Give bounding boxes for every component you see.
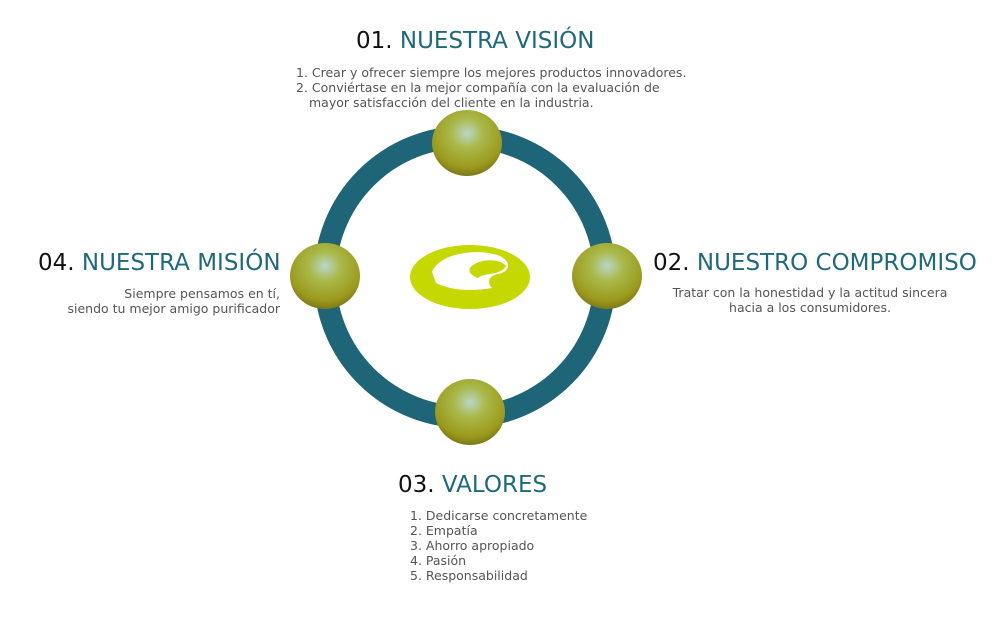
valores-item: 4. Pasión [410,553,467,568]
compromiso-text: Tratar con la honestidad y la actitud si… [660,285,960,315]
valores-item: 1. Dedicarse concretamente [410,508,588,523]
compromiso-number: 02. [653,250,690,276]
node-ball-compromiso [572,243,642,309]
vision-text: 1. Crear y ofrecer siempre los mejores p… [296,65,686,110]
vision-line: 1. Crear y ofrecer siempre los mejores p… [296,65,687,80]
logo-icon [410,245,530,309]
vision-label: NUESTRA VISIÓN [399,28,595,54]
vision-line: 2. Conviértase en la mejor compañía con … [296,80,660,95]
node-ball-vision [432,110,502,176]
compromiso-label: NUESTRO COMPROMISO [696,250,977,276]
mision-line: siendo tu mejor amigo purificador [67,301,280,316]
valores-number: 03. [398,472,435,498]
node-ball-mision [290,243,360,309]
valores-item: 3. Ahorro apropiado [410,538,535,553]
mision-number: 04. [38,250,75,276]
valores-item: 2. Empatía [410,523,478,538]
node-ball-valores [435,379,505,445]
valores-title: 03. VALORES [398,472,547,498]
compromiso-line: hacia a los consumidores. [729,300,891,315]
compromiso-title: 02. NUESTRO COMPROMISO [653,250,977,276]
valores-label: VALORES [441,472,548,498]
vision-line: mayor satisfacción del cliente en la ind… [309,95,594,110]
vision-title: 01. NUESTRA VISIÓN [356,28,594,54]
valores-item: 5. Responsabilidad [410,568,528,583]
valores-list: 1. Dedicarse concretamente 2. Empatía 3.… [410,508,587,583]
mision-line: Siempre pensamos en tí, [124,286,280,301]
compromiso-line: Tratar con la honestidad y la actitud si… [672,285,948,300]
vision-number: 01. [356,28,393,54]
mision-text: Siempre pensamos en tí, siendo tu mejor … [40,286,280,316]
mision-label: NUESTRA MISIÓN [81,250,281,276]
mision-title: 04. NUESTRA MISIÓN [38,250,281,276]
